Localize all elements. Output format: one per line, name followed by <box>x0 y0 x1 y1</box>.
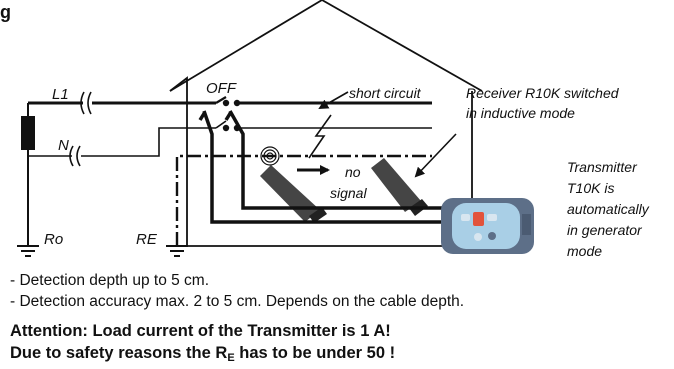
n-conductor <box>28 120 432 167</box>
label-no-signal-line-1: no <box>345 164 361 180</box>
label-transmitter-line-4: in generator <box>567 222 643 238</box>
warning: Attention: Load current of the Transmitt… <box>10 320 395 369</box>
label-receiver-line-1: Receiver R10K switched <box>466 85 620 101</box>
l1-conductor <box>28 91 432 115</box>
warning-load-current: Attention: Load current of the Transmitt… <box>10 322 391 340</box>
label-off: OFF <box>206 80 237 97</box>
note-detection-accuracy: - Detection accuracy max. 2 to 5 cm. Dep… <box>10 293 465 310</box>
house-outline <box>169 0 483 247</box>
short-circuit-arrow <box>318 91 349 109</box>
caption-fragment: g <box>0 2 11 22</box>
off-switch-contact <box>222 99 230 107</box>
transmitter-device <box>441 198 534 254</box>
note-detection-depth: - Detection depth up to 5 cm. <box>10 272 210 289</box>
sensor-rings <box>260 146 280 166</box>
label-no-signal-line-2: signal <box>330 185 367 201</box>
warning-re-limit-prefix: Due to safety reasons the R <box>10 344 228 362</box>
label-transmitter: Transmitter T10K is automatically in gen… <box>567 159 653 259</box>
n-switch-contact <box>222 124 230 132</box>
test-leads <box>198 110 442 224</box>
label-receiver: Receiver R10K switched in inductive mode <box>466 85 622 121</box>
warning-re-limit: Due to safety reasons the RE has to be u… <box>10 342 395 369</box>
off-switch-contact-2 <box>233 99 241 107</box>
warning-re-limit-suffix: has to be under 50 ! <box>234 344 396 362</box>
short-circuit-bolt <box>308 114 332 159</box>
pe-conductor <box>175 154 432 246</box>
label-transmitter-line-3: automatically <box>567 201 650 217</box>
receiver-probe <box>260 165 327 223</box>
resistor-ro <box>21 116 35 150</box>
label-short-circuit: short circuit <box>349 85 422 101</box>
warning-re-subscript: E <box>227 352 235 364</box>
label-no-signal: no signal <box>330 164 367 201</box>
receiver-arrow <box>414 133 457 178</box>
label-ro: Ro <box>44 231 63 248</box>
circuit-diagram: L1 N Ro RE OFF short circuit Receiver R1… <box>17 0 653 259</box>
label-re: RE <box>136 231 158 248</box>
label-n: N <box>58 137 69 154</box>
label-transmitter-line-5: mode <box>567 243 602 259</box>
notes: - Detection depth up to 5 cm. - Detectio… <box>10 270 464 312</box>
label-l1: L1 <box>52 86 69 103</box>
label-transmitter-line-2: T10K is <box>567 180 614 196</box>
label-receiver-line-2: in inductive mode <box>466 105 575 121</box>
label-transmitter-line-1: Transmitter <box>567 159 638 175</box>
re-earth-symbol <box>166 245 188 257</box>
